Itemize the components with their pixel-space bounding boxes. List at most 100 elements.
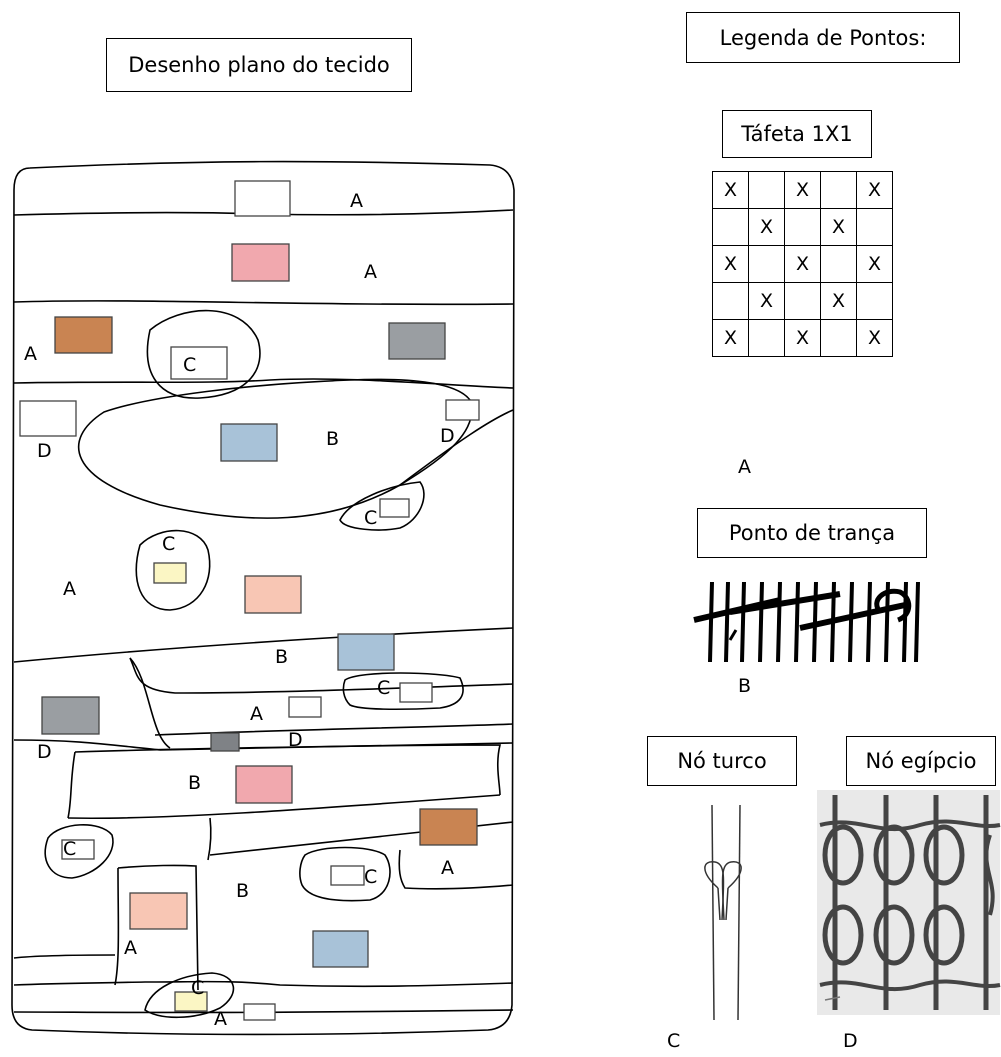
band-line <box>399 409 514 486</box>
band-line <box>154 723 514 736</box>
band-line <box>117 864 199 991</box>
color-swatch <box>153 562 187 584</box>
color-swatch <box>399 682 433 703</box>
fabric-label: A <box>124 937 137 959</box>
legend-d-letter: D <box>843 1030 858 1052</box>
color-swatch <box>243 1003 276 1021</box>
fabric-outline <box>11 160 515 1036</box>
color-swatch <box>337 633 395 671</box>
fabric-label: A <box>441 857 454 879</box>
grid-cell <box>748 319 785 357</box>
fabric-label: C <box>162 533 176 555</box>
c-region <box>135 529 211 611</box>
fabric-label: A <box>24 343 37 365</box>
b-region <box>77 378 473 519</box>
grid-cell: X <box>748 208 785 246</box>
tafeta-grid: X X X X X X X X X X X X X <box>712 171 893 357</box>
fabric-label: A <box>214 1008 227 1030</box>
legend-c-letter: C <box>667 1030 681 1052</box>
color-swatch <box>19 400 77 437</box>
band-line <box>13 300 514 306</box>
grid-cell: X <box>712 171 749 209</box>
band-line <box>13 954 116 959</box>
fabric-label: A <box>364 261 377 283</box>
fabric-label: C <box>63 838 77 860</box>
band-line <box>13 739 161 751</box>
color-swatch <box>41 696 100 735</box>
legend-d-title: Nó egípcio <box>846 736 996 786</box>
color-swatch <box>312 930 369 968</box>
fabric-label: C <box>364 507 378 529</box>
fabric-label: B <box>326 428 340 450</box>
fabric-label: D <box>37 741 52 763</box>
band-line <box>207 817 212 861</box>
grid-cell: X <box>820 208 857 246</box>
fabric-label: C <box>377 677 391 699</box>
legend-title: Legenda de Pontos: <box>686 12 960 63</box>
fabric-label: B <box>275 646 289 668</box>
legend-b-letter: B <box>738 675 752 697</box>
band-line <box>129 657 171 749</box>
band-line <box>13 1009 514 1014</box>
band-line <box>114 867 120 986</box>
band-line <box>67 794 501 820</box>
grid-cell: X <box>784 171 821 209</box>
color-swatch <box>379 498 410 518</box>
legend-b-title: Ponto de trança <box>697 508 927 558</box>
fabric-label: A <box>350 190 363 212</box>
c-region <box>339 481 425 531</box>
color-swatch <box>54 316 113 354</box>
fabric-label: C <box>183 354 197 376</box>
band-line <box>67 751 76 819</box>
grid-cell <box>784 208 821 246</box>
grid-cell: X <box>712 319 749 357</box>
band-line <box>13 980 514 988</box>
grid-cell <box>856 208 893 246</box>
color-swatch <box>419 808 478 846</box>
fabric-label: B <box>236 880 250 902</box>
grid-cell: X <box>820 282 857 320</box>
band-line <box>13 627 514 663</box>
color-swatch <box>445 399 480 421</box>
color-swatch <box>210 732 240 752</box>
grid-cell: X <box>784 319 821 357</box>
fabric-label: D <box>288 729 303 751</box>
c-region <box>342 672 464 711</box>
band-line <box>129 657 514 694</box>
color-swatch <box>244 575 302 614</box>
color-swatch <box>330 865 365 886</box>
grid-cell: X <box>856 319 893 357</box>
color-swatch <box>129 892 188 930</box>
legend-a-letter: A <box>738 456 751 478</box>
band-line <box>398 849 514 890</box>
c-region <box>299 846 391 902</box>
grid-cell: X <box>856 245 893 283</box>
legend-c-title: Nó turco <box>647 736 797 786</box>
fabric-label: C <box>191 977 205 999</box>
fabric-label: C <box>364 866 378 888</box>
grid-cell: X <box>712 245 749 283</box>
band-line <box>74 744 502 796</box>
c-region <box>44 824 114 879</box>
fabric-label: A <box>63 578 76 600</box>
legend-a-title: Táfeta 1X1 <box>722 110 872 158</box>
fabric-label: D <box>440 425 455 447</box>
c-region <box>146 309 261 399</box>
color-swatch <box>235 765 293 804</box>
color-swatch <box>288 696 322 718</box>
color-swatch <box>220 423 278 462</box>
fabric-label: D <box>37 440 52 462</box>
fabric-label: A <box>250 703 263 725</box>
color-swatch <box>61 839 95 860</box>
color-swatch <box>234 180 291 217</box>
c-region <box>144 972 235 1019</box>
color-swatch <box>231 243 290 282</box>
fabric-title: Desenho plano do tecido <box>106 38 412 92</box>
fabric-label: B <box>188 772 202 794</box>
color-swatch <box>388 322 446 360</box>
color-swatch <box>174 991 208 1012</box>
